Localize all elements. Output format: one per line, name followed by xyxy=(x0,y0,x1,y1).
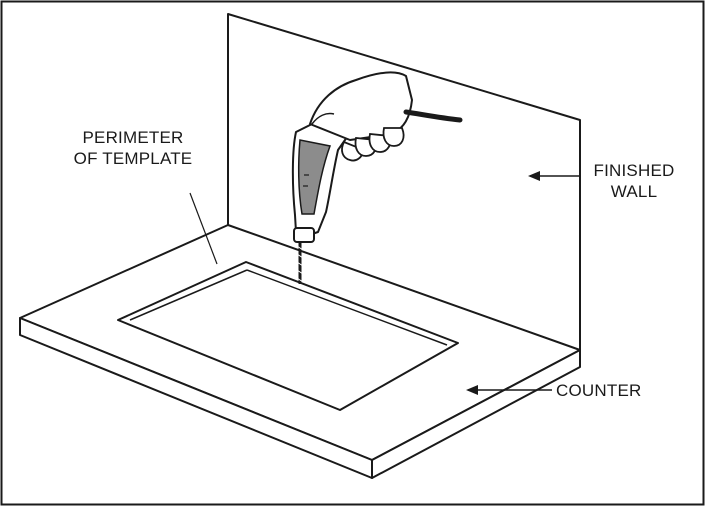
template-cutout-inner-edge xyxy=(129,269,448,346)
perimeter-label-line-1: PERIMETER xyxy=(82,128,184,147)
counter-label: COUNTER xyxy=(556,380,666,401)
template-cutout xyxy=(117,261,459,411)
drill-cord xyxy=(403,109,463,123)
wall-label-line-2: WALL xyxy=(610,182,658,201)
drill-icon xyxy=(291,119,353,243)
hand-icon xyxy=(309,71,413,162)
wall-label-line-1: FINISHED xyxy=(593,161,675,180)
finished-wall-label: FINISHED WALL xyxy=(584,160,684,202)
counter-side-edge xyxy=(371,349,581,479)
perimeter-leader-line xyxy=(189,192,218,265)
counter-label-text: COUNTER xyxy=(556,381,642,400)
drill-bit xyxy=(296,240,304,284)
perimeter-label-line-2: OF TEMPLATE xyxy=(73,149,193,168)
perimeter-of-template-label: PERIMETER OF TEMPLATE xyxy=(48,127,218,169)
